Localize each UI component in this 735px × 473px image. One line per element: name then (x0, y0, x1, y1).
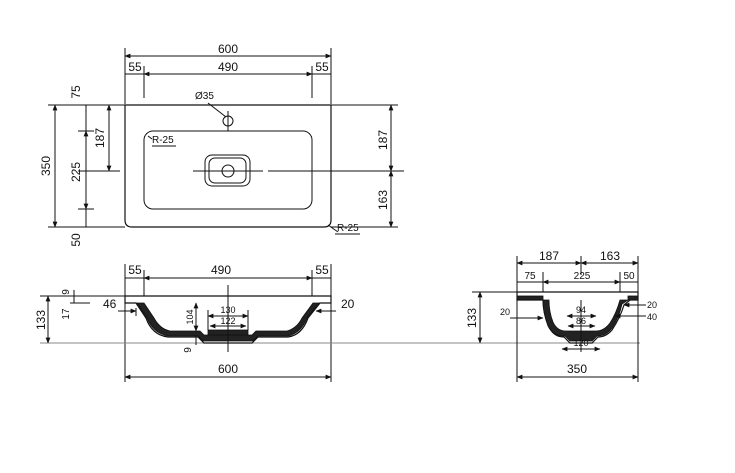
sv-dim-drain-front: 163 (600, 249, 620, 263)
fv-dim-height: 133 (34, 310, 48, 330)
dim-back-margin: 75 (69, 85, 83, 99)
fv-dim-margin-left: 55 (128, 263, 142, 277)
sv-dim-drain-back: 187 (539, 249, 559, 263)
dim-drain-front-right: 163 (376, 190, 390, 210)
sv-rim-front (627, 295, 639, 301)
top-view: 600 55 490 55 Ø35 R-25 R-25 (39, 42, 404, 247)
fv-sink-wall (136, 302, 320, 342)
tap-hole-label: Ø35 (195, 91, 214, 102)
fv-dim-left-rim: 46 (103, 297, 117, 311)
sv-dim-back-margin: 75 (524, 271, 536, 282)
fv-dim-drain-inner: 122 (220, 316, 235, 326)
fv-dim-rim-thickness: 9 (61, 289, 72, 295)
dim-margin-left: 55 (128, 60, 142, 74)
dim-width-total: 600 (218, 42, 238, 56)
sv-dim-right-lower: 40 (647, 312, 657, 322)
sv-dim-front-margin: 50 (623, 271, 635, 282)
sv-dim-right-top: 20 (647, 300, 657, 310)
sv-dim-drain-c: 120 (573, 338, 588, 348)
fv-dim-bowl-depth: 104 (185, 309, 195, 324)
radius-outer-leader (327, 224, 339, 233)
tap-leader (207, 102, 227, 118)
front-view: 55 490 55 133 9 17 46 20 104 130 122 (34, 263, 640, 382)
fv-dim-right-rim: 20 (341, 297, 355, 311)
dim-inner-width: 490 (218, 60, 238, 74)
fv-dim-width-total: 600 (218, 362, 238, 376)
sv-dim-drain-a: 94 (576, 305, 586, 315)
dim-drain-back-left: 187 (93, 128, 107, 148)
sv-dim-height: 133 (465, 308, 479, 328)
sv-rim-back (516, 295, 544, 301)
sv-dim-drain-b: 86 (576, 316, 586, 326)
radius-outer-label: R-25 (337, 223, 359, 234)
fv-dim-margin-right: 55 (315, 263, 329, 277)
fv-dim-bottom-thickness: 9 (183, 347, 194, 353)
top-view-outline (124, 104, 332, 228)
fv-dim-rim-step: 17 (61, 308, 72, 320)
radius-inner-leader (147, 135, 153, 140)
fv-dim-drain-outer: 130 (220, 305, 235, 315)
radius-inner-label: R-25 (152, 135, 174, 146)
dim-inner-depth: 225 (69, 162, 83, 182)
dim-margin-right: 55 (315, 60, 329, 74)
fv-dim-inner-width: 490 (211, 263, 231, 277)
sv-dim-left-wall: 20 (500, 307, 510, 317)
side-view: 187 163 75 225 50 133 20 20 40 94 86 120 (465, 249, 657, 382)
sv-dim-inner-depth: 225 (574, 271, 591, 282)
sv-dim-depth-total: 350 (567, 362, 587, 376)
dim-front-margin: 50 (69, 233, 83, 247)
dim-drain-back-right: 187 (376, 130, 390, 150)
dim-depth-total: 350 (39, 156, 53, 176)
sv-sink-wall (542, 299, 630, 342)
